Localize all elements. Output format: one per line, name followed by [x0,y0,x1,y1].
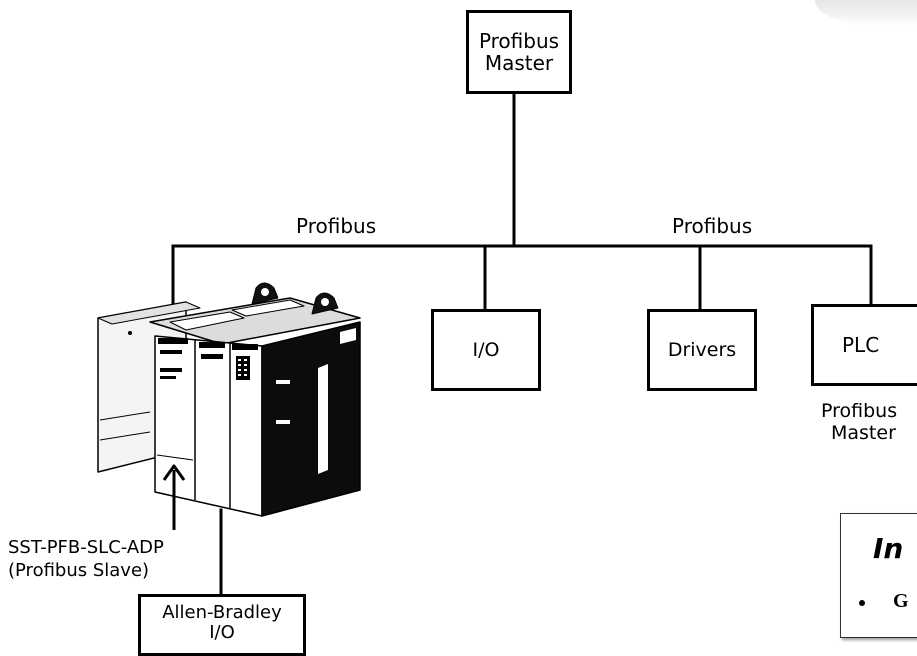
drivers-node-label: Drivers [667,338,737,361]
slave-caption-line2: (Profibus Slave) [8,560,150,581]
io-node-box: I/O [431,309,541,391]
slc-chassis-illustration [97,282,361,530]
plc-node-box: PLC [811,304,917,386]
plc-caption-line2: Master [831,422,896,444]
allen-bradley-io-box: Allen-Bradley I/O [138,594,306,656]
bus-label-left: Profibus [296,214,377,238]
bullet-icon [859,600,865,606]
ab-io-label-line1: Allen-Bradley [162,602,282,623]
bus-label-right: Profibus [672,214,753,238]
info-panel-bullet-text: G [893,590,909,612]
io-node-label: I/O [472,338,500,361]
slave-caption-line1: SST-PFB-SLC-ADP [8,537,164,558]
info-panel: In G [840,513,917,638]
ab-io-label-line2: I/O [209,622,235,643]
plc-node-label: PLC [842,333,880,357]
master-label-line1: Profibus [478,29,560,53]
info-panel-heading: In [873,532,904,565]
profibus-master-top-box: Profibus Master [466,10,572,94]
plc-caption-line1: Profibus [821,400,898,422]
master-label-line2: Master [484,51,554,75]
drivers-node-box: Drivers [647,309,757,391]
